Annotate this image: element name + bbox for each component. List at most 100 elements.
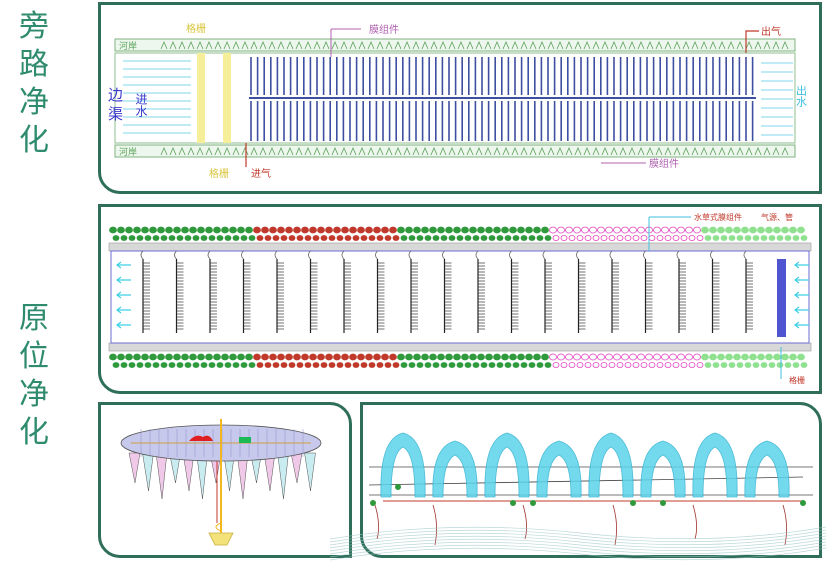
grass-mark	[313, 146, 321, 156]
grass-mark	[547, 40, 555, 50]
grass-mark	[637, 40, 645, 50]
bank-plant	[768, 362, 776, 368]
grass-mark	[529, 40, 537, 50]
bank-plant	[117, 353, 125, 361]
bank-plant	[184, 362, 192, 368]
bank-plant	[400, 235, 408, 241]
frame-node	[800, 500, 806, 506]
bank-plant	[205, 353, 213, 361]
outflow-arrows	[761, 62, 793, 136]
green-float	[239, 437, 251, 443]
grass-mark	[673, 146, 681, 156]
bank-plant	[216, 362, 224, 368]
bank-plant	[176, 362, 184, 368]
bank-plant	[765, 226, 773, 234]
grass-mark	[457, 146, 465, 156]
top-wall	[108, 242, 812, 252]
grass-mark	[691, 146, 699, 156]
bank-plant	[664, 235, 672, 241]
grass-mark	[763, 40, 771, 50]
bank-plant	[120, 362, 128, 368]
bank-plant	[448, 235, 456, 241]
grass-mark	[295, 40, 303, 50]
bank-plant	[272, 235, 280, 241]
bank-plant	[560, 362, 568, 368]
bank-plant	[749, 353, 757, 361]
bank-plant	[509, 353, 517, 361]
bank-plant	[501, 226, 509, 234]
bank-plant	[573, 226, 581, 234]
bank-plant	[368, 235, 376, 241]
grass-mark	[565, 40, 573, 50]
bank-plant	[341, 226, 349, 234]
wave-line	[330, 544, 826, 558]
grass-mark	[223, 40, 231, 50]
bank-plant	[320, 235, 328, 241]
bank-plant	[397, 353, 405, 361]
grass-mark	[655, 146, 663, 156]
inflow-arrows	[123, 60, 191, 134]
grass-mark	[268, 40, 276, 50]
bank-plant	[408, 235, 416, 241]
bank-plant	[152, 362, 160, 368]
grass-mark	[682, 146, 690, 156]
grass-mark	[421, 40, 429, 50]
grass-mark	[232, 40, 240, 50]
bank-plant	[197, 226, 205, 234]
bank-plant	[296, 362, 304, 368]
bank-plant	[269, 226, 277, 234]
bank-plant	[200, 235, 208, 241]
bank-plant	[240, 362, 248, 368]
grass-mark	[511, 146, 519, 156]
bank-plant	[533, 226, 541, 234]
bank-plant	[741, 353, 749, 361]
grass-mark	[277, 40, 285, 50]
bank-plant	[456, 235, 464, 241]
grass-mark	[214, 146, 222, 156]
bank-plant	[600, 235, 608, 241]
bank-plant	[709, 353, 717, 361]
disk-fin	[304, 452, 316, 492]
bank-plant	[109, 353, 117, 361]
bank-plant	[301, 353, 309, 361]
grass-mark	[223, 146, 231, 156]
bank-plant	[304, 362, 312, 368]
grass-mark	[367, 146, 375, 156]
comb-hook	[576, 250, 579, 260]
bank-plant	[389, 353, 397, 361]
bank-plant	[728, 362, 736, 368]
bank-plant	[760, 235, 768, 241]
bank-plant	[461, 353, 469, 361]
grass-mark	[250, 146, 258, 156]
bank-plant	[352, 235, 360, 241]
base-bowl	[208, 532, 234, 546]
bank-plant	[133, 353, 141, 361]
grass-mark	[169, 146, 177, 156]
bank-plant	[261, 226, 269, 234]
grass-mark	[682, 40, 690, 50]
bank-plant	[144, 362, 152, 368]
bank-plant	[592, 362, 600, 368]
bank-plant	[200, 362, 208, 368]
grass-mark	[520, 40, 528, 50]
spring-coil	[215, 522, 222, 532]
bank-plant	[112, 235, 120, 241]
grass-mark	[403, 146, 411, 156]
bank-plant	[573, 353, 581, 361]
bank-plant	[445, 353, 453, 361]
grass-mark	[403, 40, 411, 50]
frame-node	[370, 500, 376, 506]
top-bank-grass	[160, 40, 789, 50]
bank-plant	[677, 353, 685, 361]
comb-hook	[475, 250, 479, 260]
bank-plant	[600, 362, 608, 368]
membrane-modules	[250, 57, 754, 141]
bank-plant	[800, 362, 808, 368]
bank-plant	[704, 362, 712, 368]
bank-plant	[208, 362, 216, 368]
grass-mark	[169, 40, 177, 50]
grass-mark	[754, 146, 762, 156]
grass-mark	[601, 40, 609, 50]
bank-plant	[760, 362, 768, 368]
grass-mark	[160, 146, 168, 156]
